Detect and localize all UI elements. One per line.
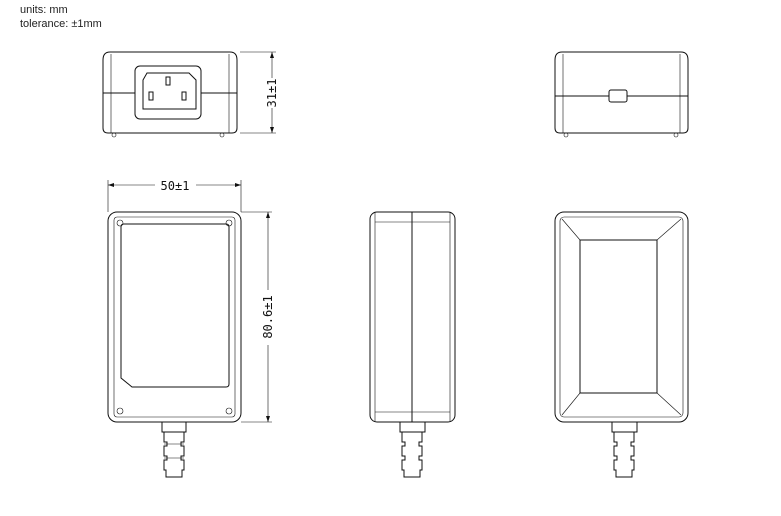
height-label: 31±1 xyxy=(265,79,279,108)
bottom-view xyxy=(554,211,689,478)
width-dimension: 50±1 xyxy=(107,179,242,212)
tolerance-note: tolerance: ±1mm xyxy=(20,18,102,30)
length-dimension: 80.6±1 xyxy=(241,211,275,423)
side-view xyxy=(369,211,456,478)
iec-inlet-recess xyxy=(134,65,202,120)
top-view xyxy=(107,211,242,478)
height-dimension: 31±1 xyxy=(240,51,279,134)
length-label: 80.6±1 xyxy=(261,295,275,338)
cable-strain-relief xyxy=(161,421,187,478)
front-inlet-view xyxy=(102,51,238,138)
iec-c14-connector xyxy=(142,72,197,110)
width-label: 50±1 xyxy=(161,179,190,193)
units-note: units: mm xyxy=(20,4,68,16)
rear-view xyxy=(554,51,689,138)
